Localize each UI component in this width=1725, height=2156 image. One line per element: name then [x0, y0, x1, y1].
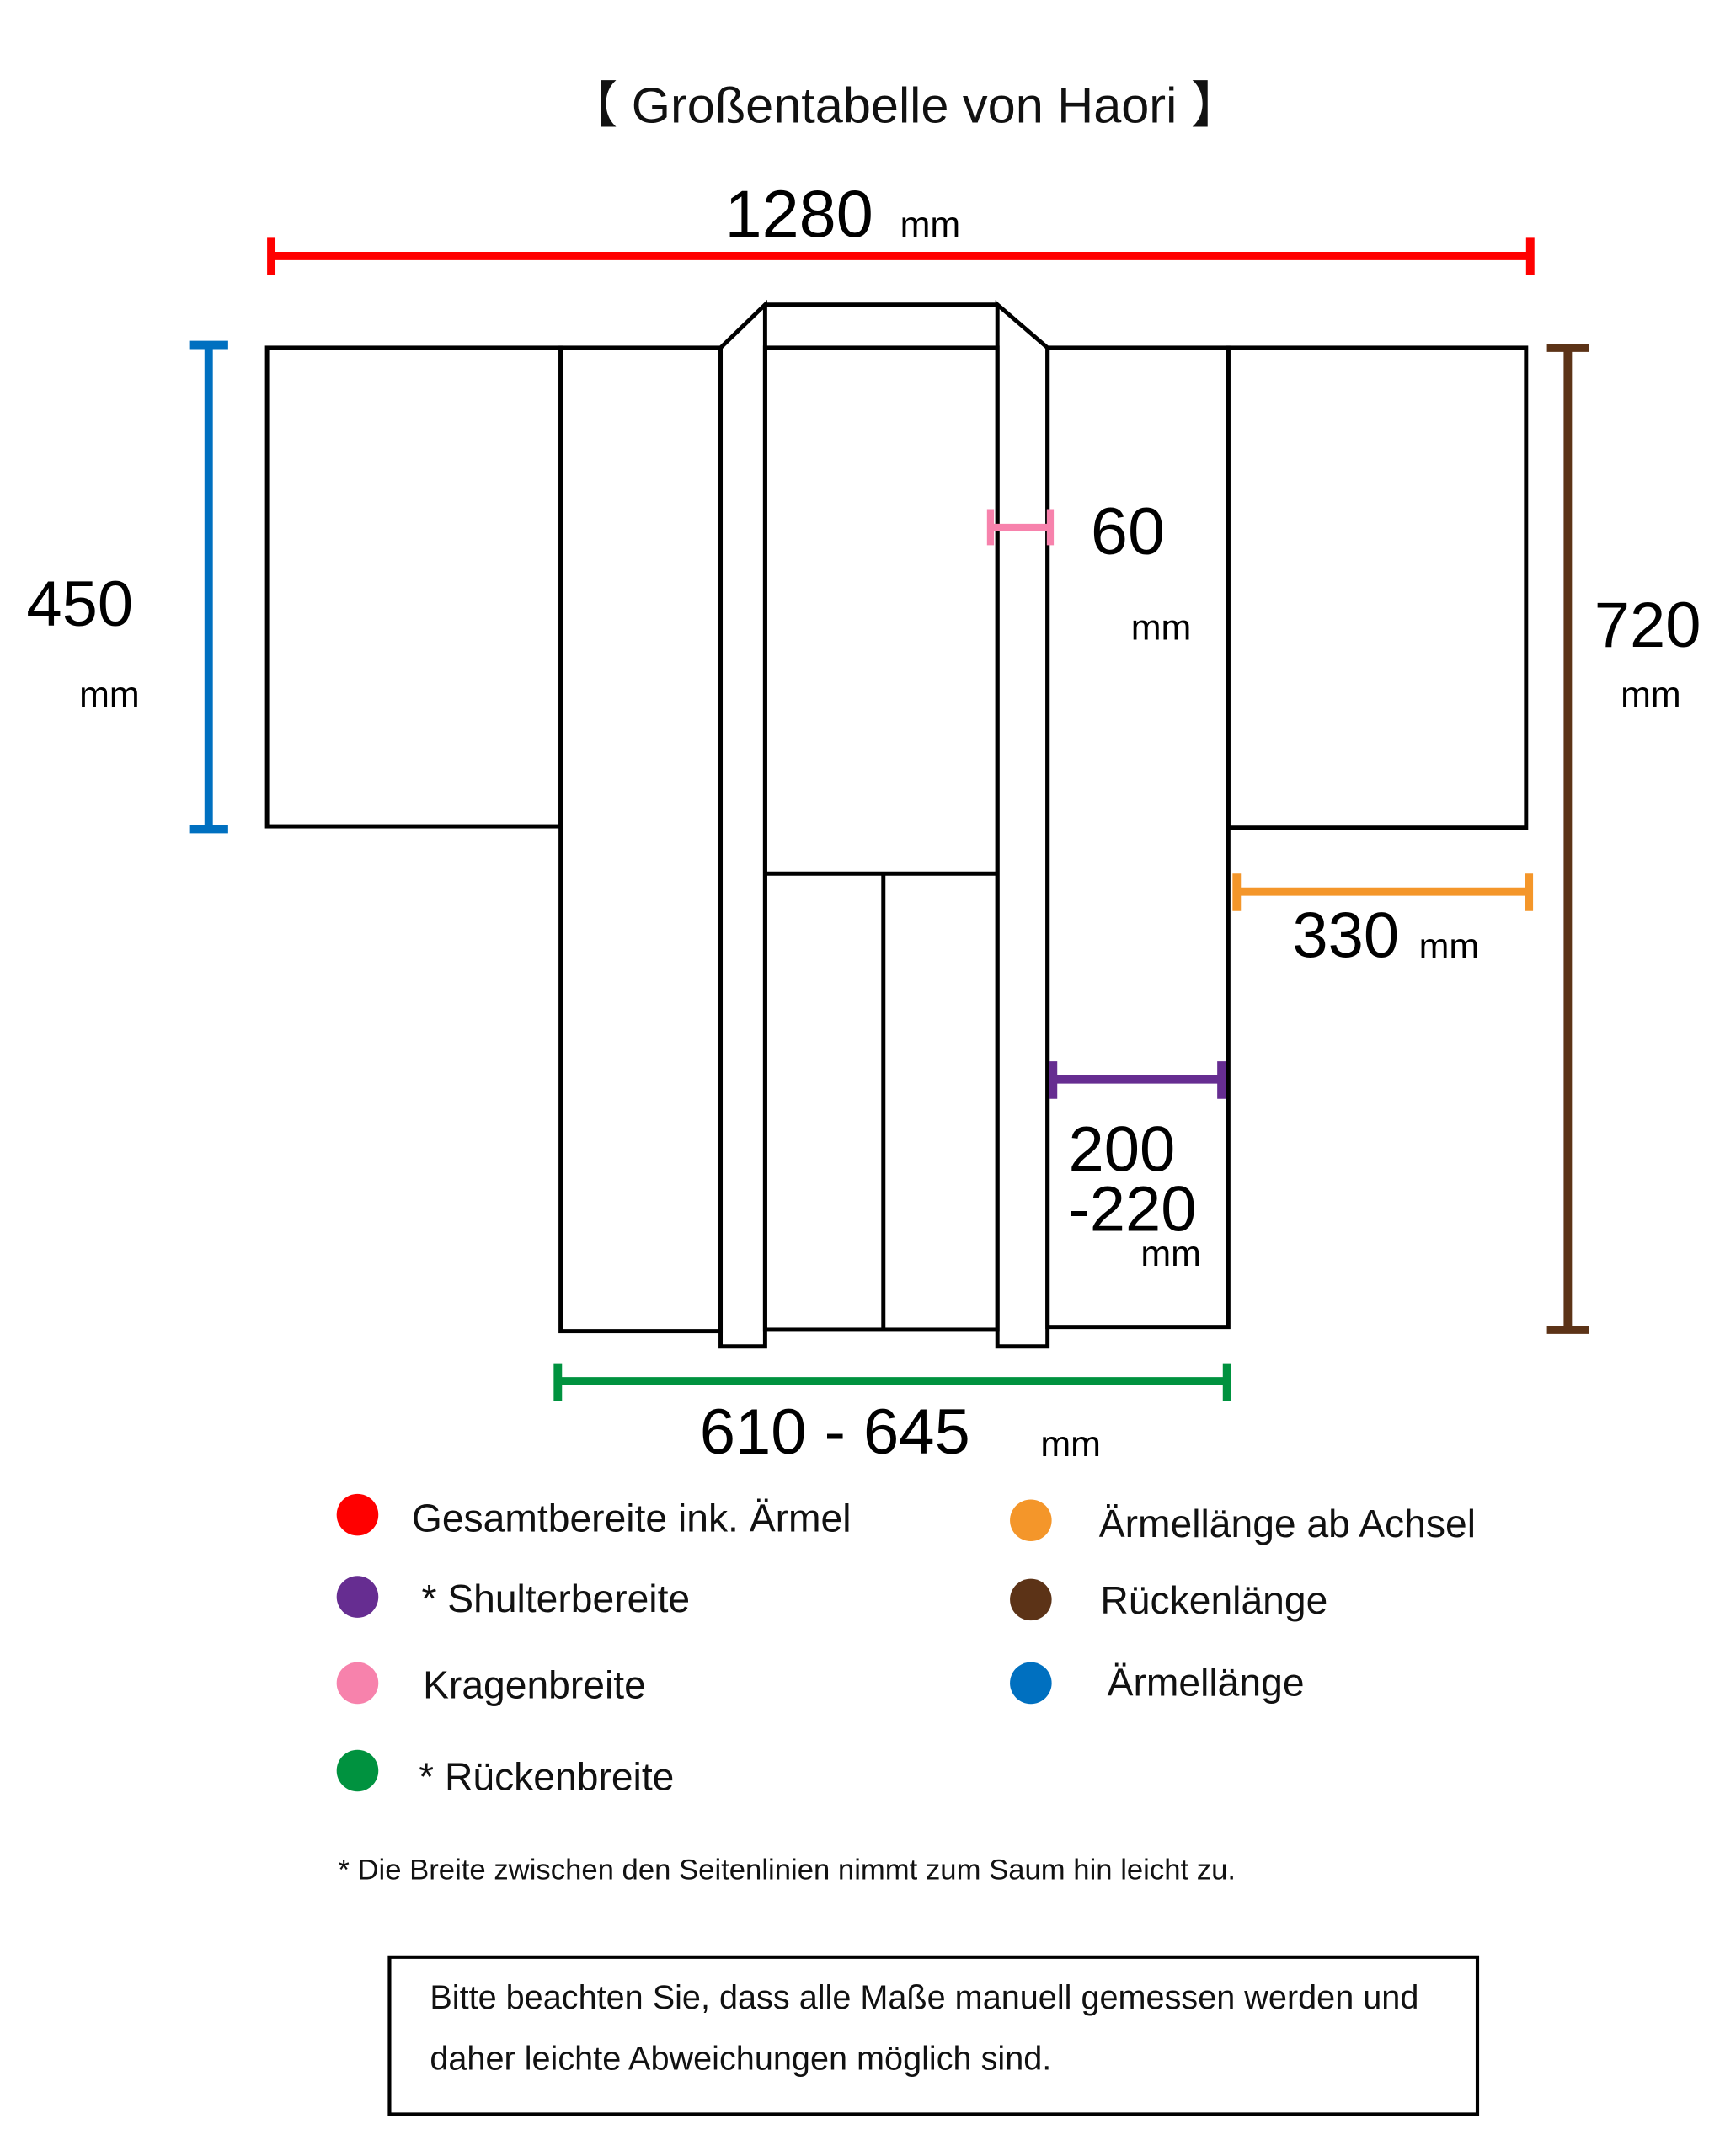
back-width-value: 610 - 645: [700, 1396, 970, 1468]
legend-dot-brown: [1010, 1578, 1052, 1621]
right-front-panel: [1045, 345, 1231, 1330]
footnote: * Die Breite zwischen den Seitenlinien n…: [338, 1854, 1236, 1886]
back-width-dimension: [553, 1363, 1231, 1401]
collar-width-value: 60: [1091, 493, 1165, 568]
sleeve-armpit-unit: mm: [1419, 926, 1480, 967]
collar-width-dimension: [986, 509, 1055, 546]
back-length-unit: mm: [1621, 675, 1681, 715]
back-length-dimension: [1546, 343, 1589, 1334]
total-width-value: 1280: [724, 176, 873, 251]
legend-dot-purple: [336, 1576, 379, 1618]
legend-label: * Rückenbreite: [419, 1755, 674, 1799]
shoulder-width-dimension: [1049, 1061, 1226, 1099]
legend-label: Gesamtbereite ink. Ärmel: [412, 1496, 852, 1540]
legend-label: Ärmellänge ab Achsel: [1099, 1502, 1476, 1545]
page-title: 【 Großentabelle von Haori 】: [568, 77, 1241, 133]
sleeve-length-value: 450: [26, 568, 133, 640]
left-collar: [718, 299, 767, 1349]
notice-box: Bitte beachten Sie, dass alle Maße manue…: [387, 1955, 1480, 2116]
total-width-unit: mm: [900, 205, 961, 245]
shoulder-width-value-2: -220: [1068, 1174, 1196, 1246]
shoulder-width-value-1: 200: [1068, 1114, 1175, 1186]
legend-dot-red: [336, 1493, 379, 1536]
legend-label: * Shulterbereite: [421, 1577, 690, 1620]
back-length-value: 720: [1594, 590, 1701, 661]
haori-outline: [264, 299, 1529, 1349]
collar-width-unit: mm: [1131, 608, 1192, 648]
legend-dot-green: [336, 1749, 379, 1792]
back-width-unit: mm: [1040, 1424, 1101, 1465]
sleeve-length-dimension: [189, 340, 228, 834]
legend-label: Ärmellänge: [1108, 1660, 1305, 1704]
total-width-dimension: [267, 237, 1535, 276]
notice-line-2: daher leichte Abweichungen möglich sind.: [430, 2041, 1051, 2078]
right-sleeve: [1226, 345, 1529, 830]
right-collar: [995, 300, 1050, 1349]
legend-dot-blue: [1010, 1662, 1052, 1705]
sleeve-length-unit: mm: [79, 675, 140, 715]
sleeve-armpit-dimension: [1232, 873, 1534, 911]
legend-dot-pink: [336, 1662, 379, 1705]
left-sleeve: [264, 345, 563, 829]
sleeve-armpit-value: 330: [1292, 899, 1399, 971]
legend-label: Kragenbreite: [423, 1663, 646, 1707]
legend-label: Rückenlänge: [1100, 1578, 1327, 1622]
left-front-panel: [558, 345, 724, 1334]
legend: Gesamtbereite ink. Ärmel * Shulterbereit…: [336, 1493, 1476, 1799]
shoulder-width-unit: mm: [1140, 1234, 1201, 1274]
notice-line-1: Bitte beachten Sie, dass alle Maße manue…: [430, 1979, 1418, 2016]
legend-dot-orange: [1010, 1499, 1052, 1541]
